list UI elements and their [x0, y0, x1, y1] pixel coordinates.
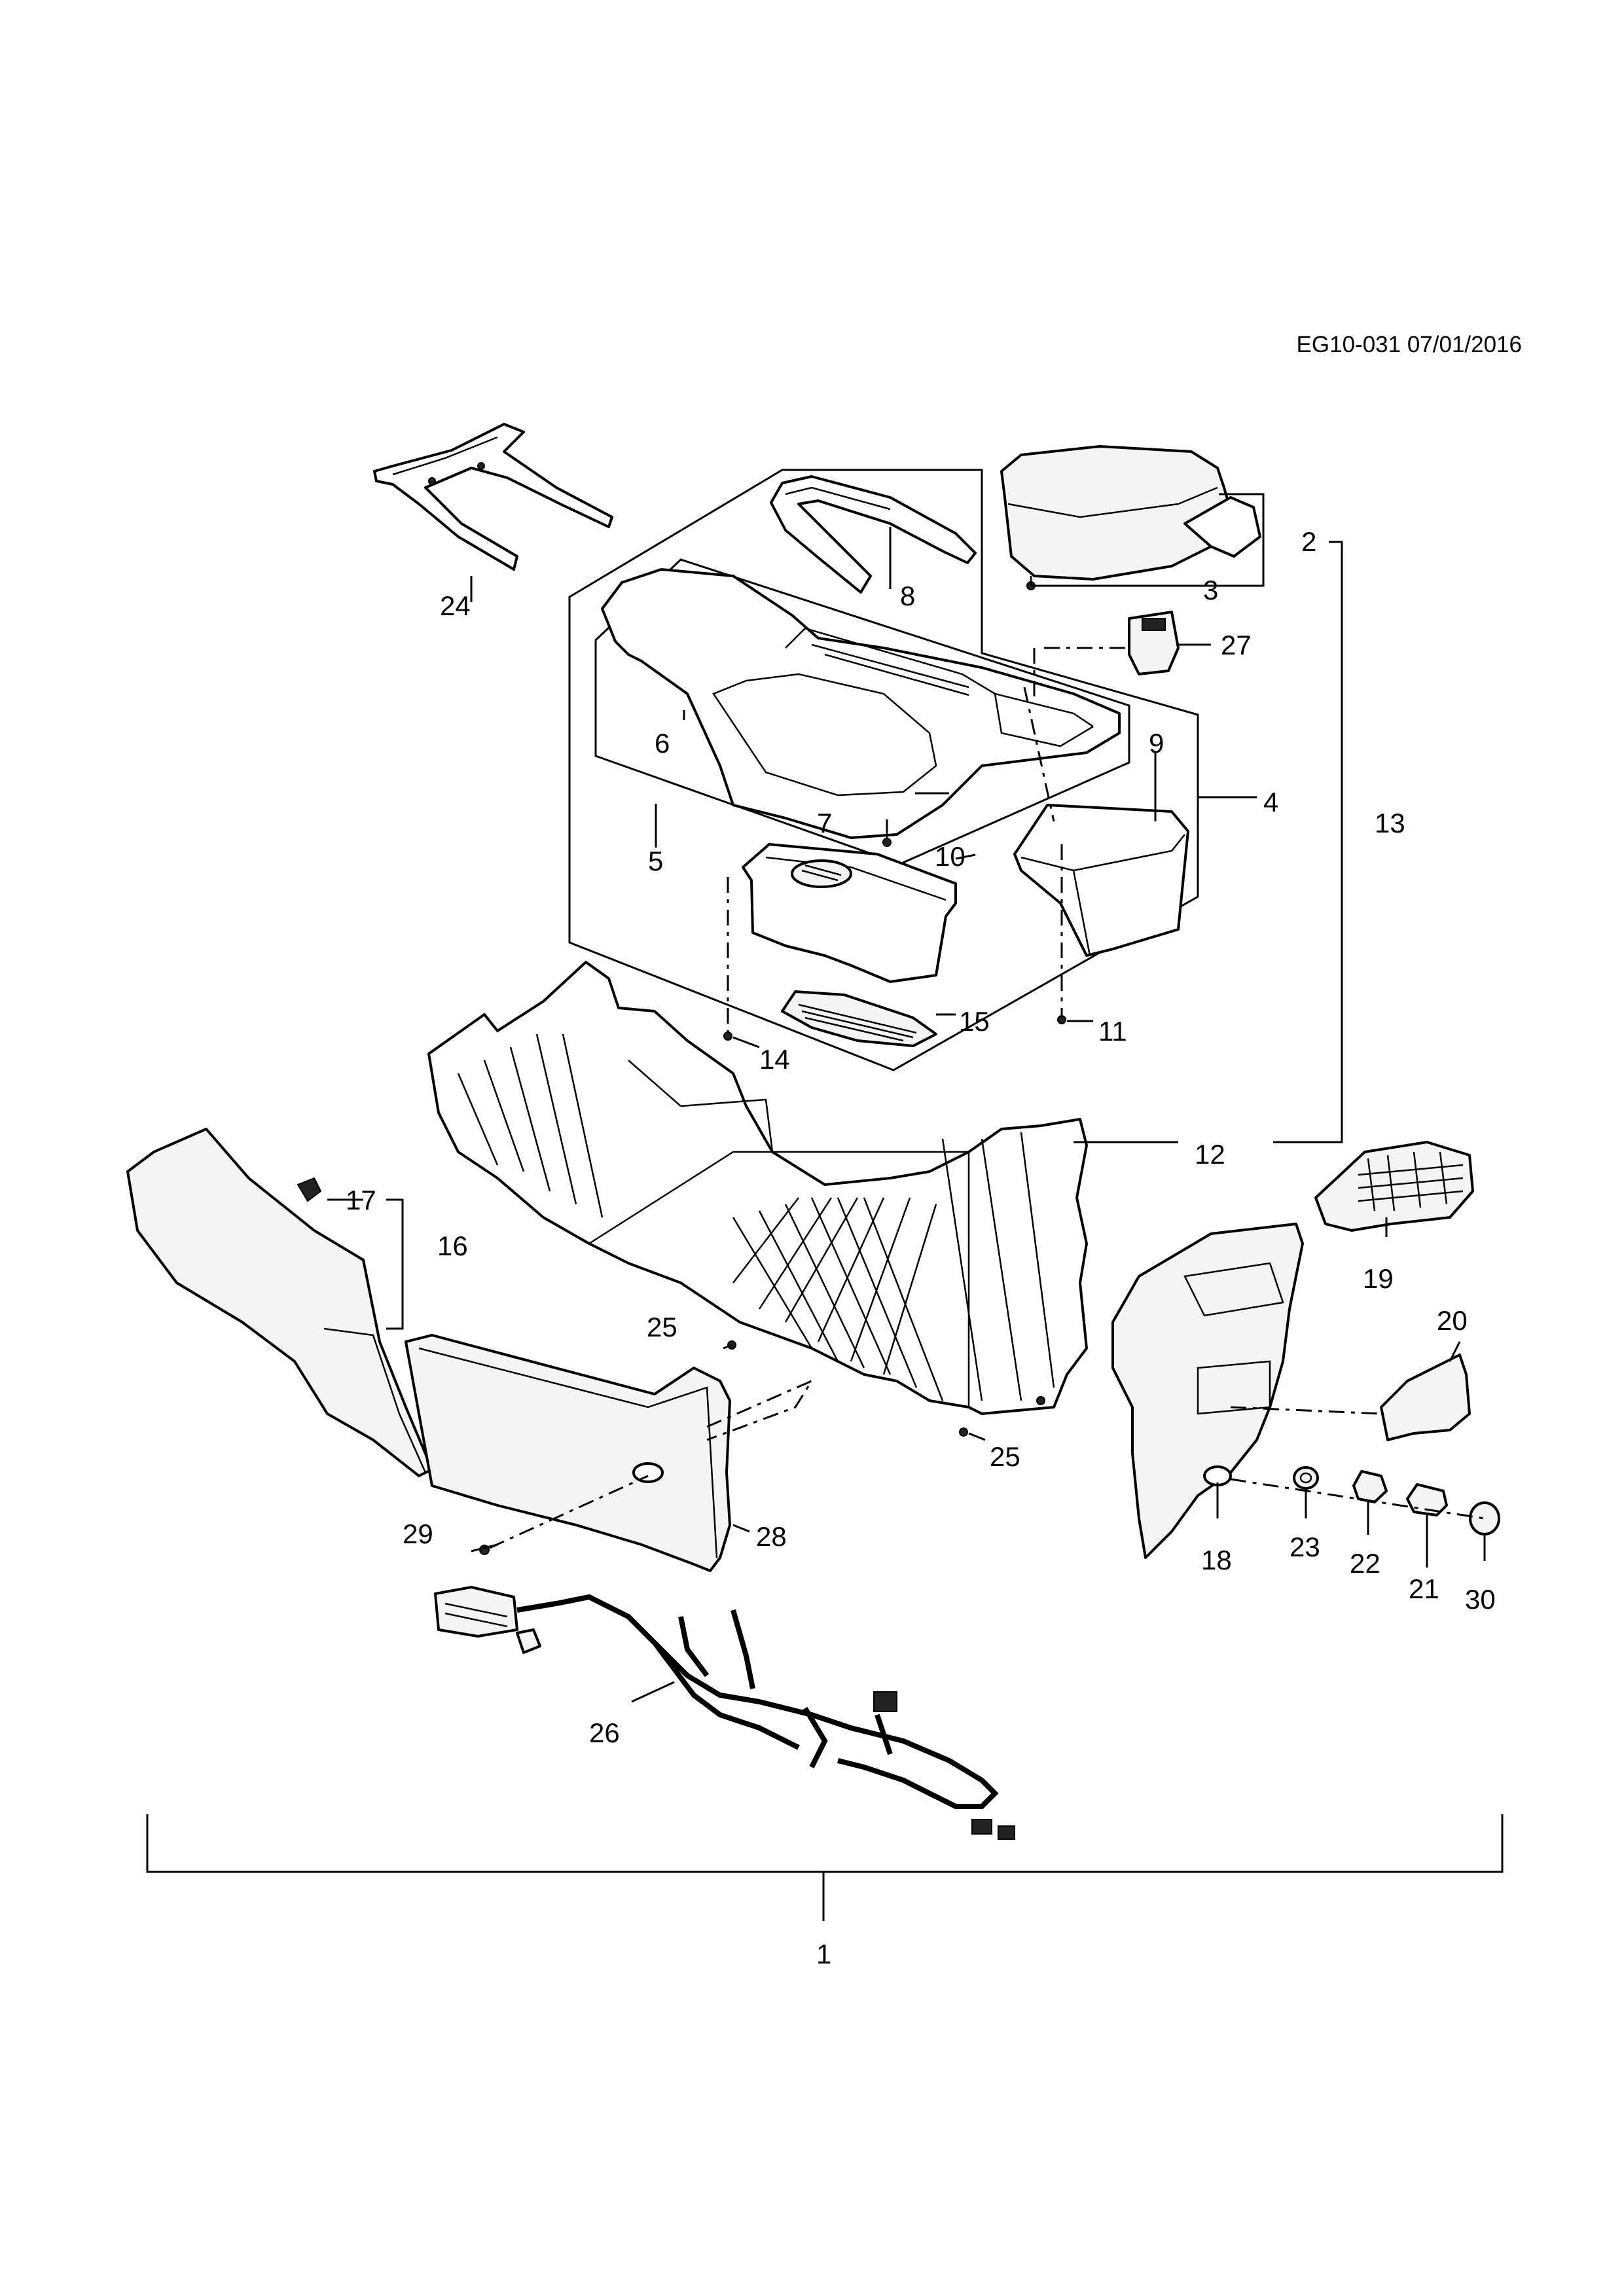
- part-17-clip: [297, 1177, 322, 1202]
- part-8-trim-arch: [770, 475, 977, 594]
- callout-16: 16: [437, 1230, 468, 1261]
- callout-20: 20: [1437, 1305, 1468, 1336]
- part-20-cover: [1380, 1354, 1471, 1441]
- callout-18: 18: [1201, 1545, 1232, 1575]
- callout-7: 7: [817, 808, 832, 838]
- callout-3: 3: [1203, 575, 1218, 605]
- callout-19: 19: [1363, 1263, 1394, 1294]
- document-reference: EG10-031 07/01/2016: [1297, 332, 1522, 357]
- leader-lines: [146, 493, 1504, 1921]
- callout-labels: 1 2 3 4 5 6 7 8 9 10 11 12 13 14 15 16 1…: [346, 526, 1496, 1969]
- part-30-cap: [1469, 1501, 1500, 1535]
- part-10-storage-tray: [742, 843, 957, 983]
- callout-10: 10: [935, 841, 965, 872]
- part-21-socket: [1406, 1483, 1448, 1516]
- assembly-frame-5: [594, 558, 1130, 865]
- callout-30: 30: [1465, 1584, 1496, 1615]
- callout-25-right: 25: [990, 1441, 1020, 1472]
- callout-27: 27: [1221, 630, 1252, 660]
- callout-15: 15: [959, 1006, 990, 1037]
- callout-8: 8: [900, 581, 915, 611]
- callout-12: 12: [1195, 1139, 1225, 1170]
- part-12-console-frame: [427, 961, 1088, 1415]
- part-28-side-panel: [405, 1334, 731, 1572]
- callout-26: 26: [589, 1717, 620, 1748]
- callout-6: 6: [655, 728, 670, 759]
- callout-4: 4: [1263, 787, 1278, 817]
- callout-21: 21: [1409, 1573, 1439, 1604]
- callout-14: 14: [759, 1044, 790, 1075]
- callout-11: 11: [1098, 1016, 1127, 1047]
- callout-9: 9: [1149, 728, 1164, 759]
- callout-23: 23: [1290, 1532, 1320, 1562]
- part-18-rear-bezel: [1111, 1223, 1304, 1559]
- part-27-switch: [1128, 611, 1180, 675]
- callout-5: 5: [648, 846, 663, 876]
- callout-2: 2: [1301, 526, 1316, 557]
- callout-28: 28: [756, 1521, 787, 1552]
- part-26-wiring-harness: [434, 1586, 1015, 1840]
- callout-17: 17: [346, 1185, 376, 1215]
- callout-13: 13: [1375, 808, 1405, 838]
- part-25-screw-right: [959, 1396, 1045, 1437]
- callout-25-left: 25: [647, 1312, 677, 1342]
- callout-22: 22: [1350, 1548, 1380, 1579]
- part-6-console-trim-plate: [601, 568, 1121, 839]
- part-15-mat: [781, 990, 937, 1047]
- part-9-storage-bin: [1013, 804, 1189, 957]
- callout-29: 29: [403, 1518, 433, 1549]
- part-23-retainer: [1293, 1466, 1319, 1490]
- callout-1: 1: [816, 1939, 831, 1969]
- assembly-frame-4: [568, 469, 1199, 1071]
- part-22-housing: [1352, 1470, 1388, 1503]
- part-16-side-panel: [126, 1128, 433, 1477]
- callout-24: 24: [440, 590, 471, 621]
- part-24-trim-bezel: [373, 423, 613, 571]
- part-19-rear-vent: [1314, 1141, 1474, 1232]
- part-2-armrest-lid: [1000, 445, 1261, 590]
- part-14-screw: [723, 1031, 732, 1041]
